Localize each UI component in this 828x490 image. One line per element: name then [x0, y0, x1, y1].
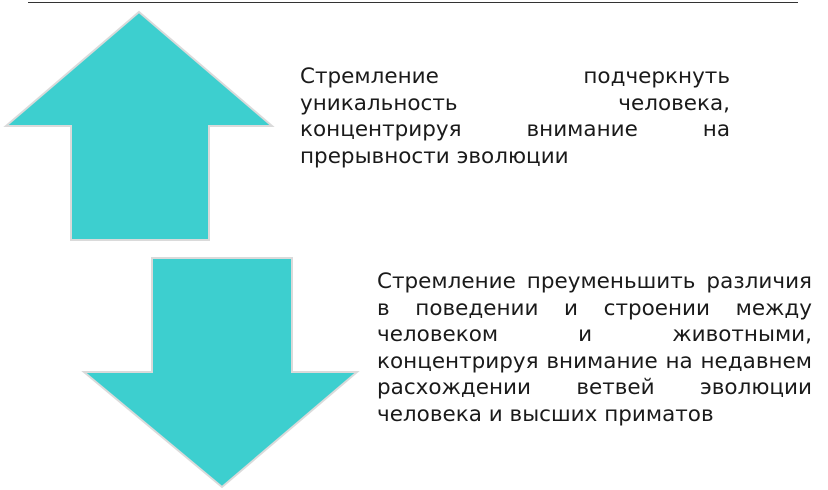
- down-arrow-caption: Стремление преуменьшить различия в повед…: [377, 269, 812, 427]
- arrow-up-icon: [3, 10, 275, 241]
- up-arrow-caption: Стремление подчеркнуть уникальность чело…: [300, 64, 730, 169]
- top-divider: [28, 2, 798, 3]
- arrow-down-icon: [81, 257, 360, 489]
